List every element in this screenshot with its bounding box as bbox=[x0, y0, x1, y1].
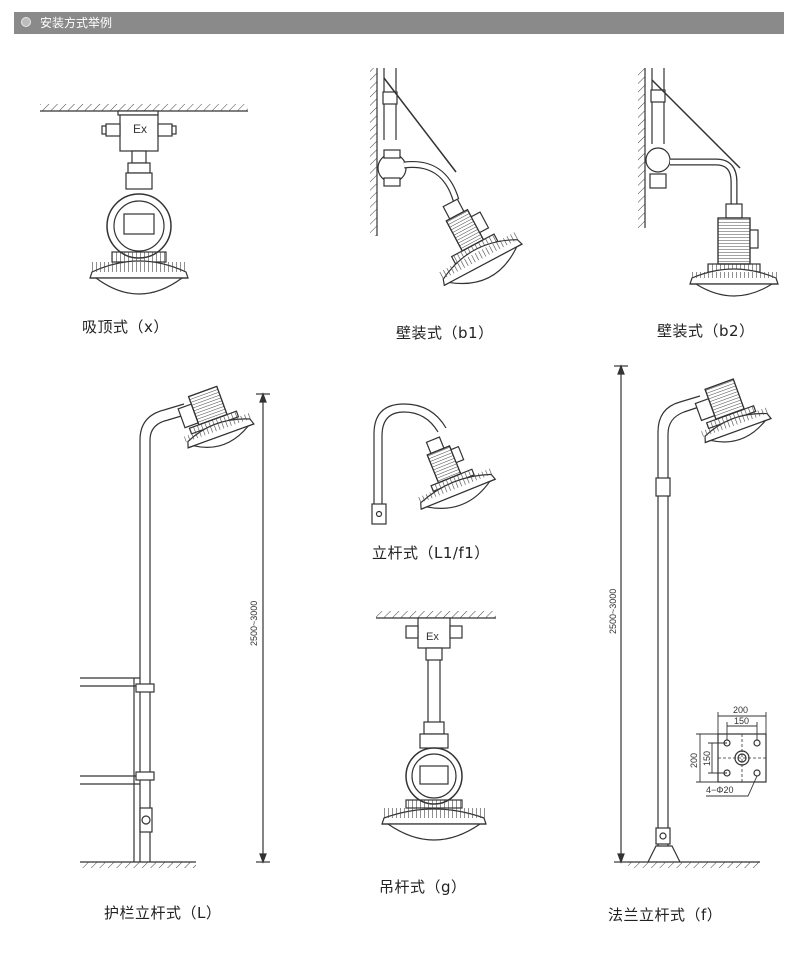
caption-wall-mount-b2: 壁装式（b2） bbox=[657, 322, 755, 340]
wall-mount-b2-figure bbox=[638, 68, 779, 297]
wall-mount-b1-figure bbox=[370, 68, 524, 287]
section-header: 安装方式举例 bbox=[14, 12, 784, 34]
flange-pole-figure bbox=[614, 364, 773, 868]
ex-mark-2: Ex bbox=[426, 631, 439, 643]
caption-ceiling-mount: 吸顶式（x） bbox=[82, 318, 169, 336]
height-label-left: 2500~3000 bbox=[249, 601, 259, 646]
caption-wall-mount-b1: 壁装式（b1） bbox=[396, 324, 494, 342]
caption-short-pole: 立杆式（L1/f1） bbox=[372, 544, 490, 562]
flange-outer-dim-top: 200 bbox=[733, 705, 748, 715]
caption-pendant: 吊杆式（g） bbox=[379, 878, 467, 896]
bullet-icon bbox=[21, 17, 31, 27]
flange-inner-dim-top: 150 bbox=[734, 716, 749, 726]
section-title: 安装方式举例 bbox=[40, 16, 113, 30]
pendant-figure bbox=[376, 611, 496, 841]
caption-guardrail-pole: 护栏立杆式（L） bbox=[104, 904, 222, 922]
caption-flange-pole: 法兰立杆式（f） bbox=[608, 906, 723, 924]
flange-outer-dim-left: 200 bbox=[689, 753, 699, 768]
flange-inner-dim-left: 150 bbox=[702, 751, 712, 766]
short-pole-figure bbox=[371, 403, 497, 525]
bolt-spec-label: 4−Φ20 bbox=[706, 785, 733, 795]
guardrail-pole-figure bbox=[80, 385, 270, 868]
height-label-right: 2500~3000 bbox=[608, 589, 618, 634]
ex-mark-1: Ex bbox=[133, 122, 147, 136]
ceiling-mount-figure bbox=[40, 104, 248, 295]
